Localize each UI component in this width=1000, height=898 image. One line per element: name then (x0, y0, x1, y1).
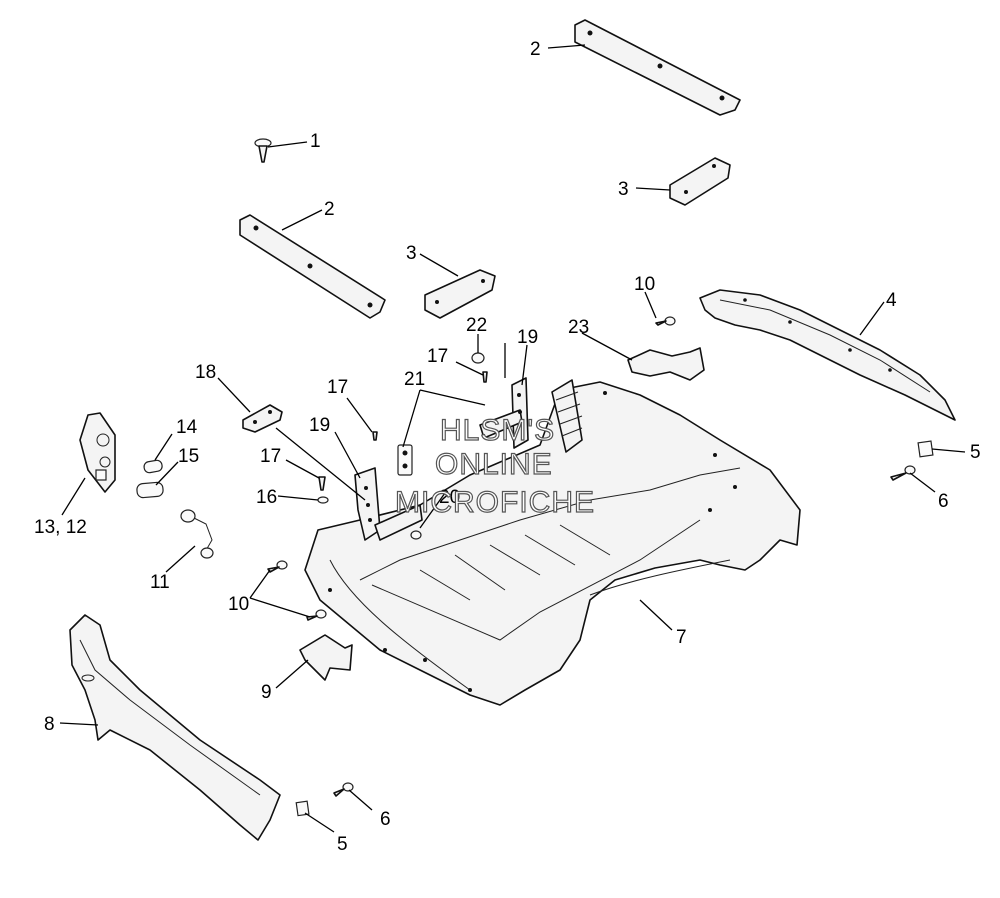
callout-14: 14 (176, 417, 198, 438)
callout-6-left: 6 (380, 809, 391, 830)
callout-3-left: 3 (406, 243, 417, 264)
callout-7: 7 (676, 627, 687, 648)
screw-17-b (372, 431, 378, 441)
callout-21: 21 (404, 369, 425, 390)
callout-2-left: 2 (324, 199, 335, 220)
callout-5-right: 5 (970, 442, 981, 463)
screw-10-left-b (306, 609, 327, 621)
callout-17-mid: 17 (327, 377, 348, 398)
nut-22 (471, 352, 485, 364)
callout-16: 16 (256, 487, 277, 508)
screw-10-top (655, 316, 676, 326)
washer-16 (317, 496, 329, 504)
callout-9: 9 (261, 682, 272, 703)
tail-light-assembly (79, 412, 116, 493)
screw-6-right (890, 465, 916, 481)
callout-2-top: 2 (530, 39, 541, 60)
callout-18: 18 (195, 362, 216, 383)
callout-11: 11 (150, 572, 170, 593)
bracket-3-left (424, 269, 496, 319)
callout-6-right: 6 (938, 491, 949, 512)
callout-4: 4 (886, 290, 897, 311)
rail-upper-right (574, 19, 741, 116)
callout-3-right: 3 (618, 179, 629, 200)
screw-10-left-a (267, 560, 288, 573)
screw-6-left (333, 782, 354, 797)
callout-23: 23 (568, 317, 589, 338)
callout-13-12: 13, 12 (34, 517, 87, 538)
watermark-line-1: HLSM'S (440, 414, 555, 447)
callout-8: 8 (44, 714, 55, 735)
bracket-19-right (479, 377, 529, 449)
rail-left (239, 214, 386, 319)
bulb-14 (143, 459, 163, 474)
watermark-line-3: MICROFICHE (395, 486, 595, 519)
callout-labels: 1 2 2 3 3 4 5 5 6 6 7 8 9 10 10 11 13, 1… (34, 39, 981, 855)
fender-flare-left (69, 614, 281, 841)
callout-17-low: 17 (260, 446, 281, 467)
bracket-23 (627, 347, 705, 381)
rear-fender-body (304, 379, 801, 706)
bracket-3-right (669, 157, 731, 206)
callout-15: 15 (178, 446, 199, 467)
watermark: HLSM'S ONLINE MICROFICHE (394, 413, 595, 519)
bracket-19-left (354, 467, 423, 541)
screw-17-c (318, 476, 326, 491)
callout-19-right: 19 (517, 327, 538, 348)
spacer-21 (397, 444, 413, 476)
bulb-15 (136, 481, 164, 499)
clip-5-right (917, 440, 934, 458)
callout-10-top: 10 (634, 274, 655, 295)
leader-lines (59, 44, 966, 833)
callout-20: 20 (439, 487, 460, 508)
callout-5-left: 5 (337, 834, 348, 855)
bolt-20 (410, 530, 422, 540)
bracket-18 (242, 404, 283, 433)
fender-flare-right (699, 289, 956, 421)
light-socket-harness (180, 509, 214, 559)
callout-17-top: 17 (427, 346, 448, 367)
screw-17-a (482, 371, 488, 383)
clip-5-left (295, 800, 310, 817)
callout-19-left: 19 (309, 415, 330, 436)
callout-10-left: 10 (228, 594, 249, 615)
watermark-line-2: ONLINE (435, 448, 553, 481)
bracket-9 (299, 634, 353, 681)
screw-1 (254, 138, 272, 163)
callout-1: 1 (310, 131, 321, 152)
callout-22: 22 (466, 315, 487, 336)
